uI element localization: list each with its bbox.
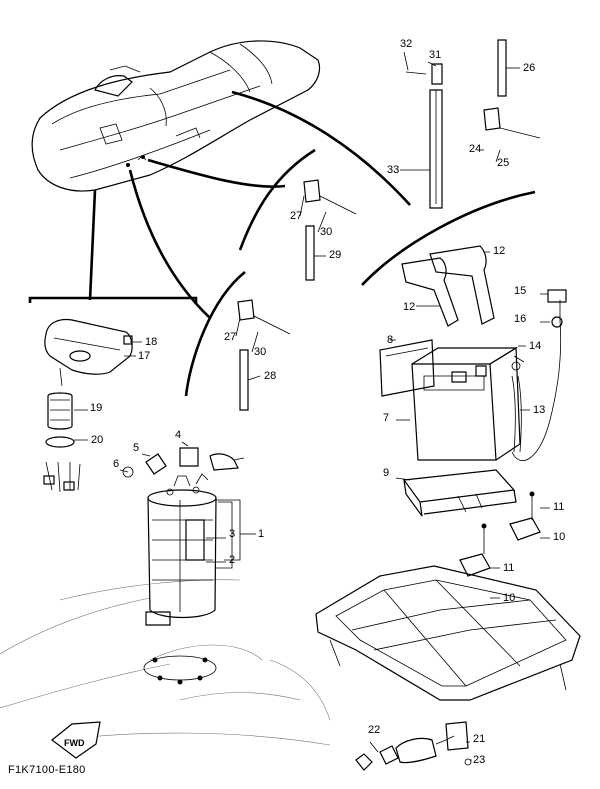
hull-outline <box>0 579 331 746</box>
callout-c19: 19 <box>90 402 102 414</box>
fwd-arrow: FWD <box>51 721 101 759</box>
callout-c10a: 10 <box>553 531 565 543</box>
callout-c5: 5 <box>133 442 139 454</box>
fwd-label: FWD <box>64 738 85 748</box>
callout-c15: 15 <box>514 285 526 297</box>
callout-c20: 20 <box>91 434 103 446</box>
fuel-pump-assembly <box>145 473 233 626</box>
callout-c25: 25 <box>497 157 509 169</box>
callout-c3: 3 <box>229 528 235 540</box>
callout-c21: 21 <box>473 733 485 745</box>
callout-c27b: 27 <box>224 331 236 343</box>
callout-c26: 26 <box>523 62 535 74</box>
callout-c22: 22 <box>368 724 380 736</box>
fuel-pump-small-parts <box>122 447 245 478</box>
battery-section <box>379 245 567 517</box>
watercraft-overview <box>31 40 321 192</box>
callout-c13: 13 <box>533 404 545 416</box>
callout-c18: 18 <box>145 336 157 348</box>
ties-and-clamps <box>237 39 541 411</box>
callout-c1: 1 <box>258 528 264 540</box>
callout-c24: 24 <box>469 143 481 155</box>
callout-c27a: 27 <box>290 210 302 222</box>
callout-c30a: 30 <box>320 226 332 238</box>
callout-c4: 4 <box>175 429 181 441</box>
callout-c30b: 30 <box>254 346 266 358</box>
callout-c7: 7 <box>383 412 389 424</box>
callout-c6: 6 <box>113 458 119 470</box>
callout-c9: 9 <box>383 467 389 479</box>
callout-c31: 31 <box>429 49 441 61</box>
callout-c17: 17 <box>138 350 150 362</box>
callout-c23: 23 <box>473 754 485 766</box>
leader-lines <box>28 90 536 397</box>
battery-holder <box>315 491 581 701</box>
callout-c16: 16 <box>514 313 526 325</box>
callout-c29: 29 <box>329 249 341 261</box>
callout-c32: 32 <box>400 38 412 50</box>
sensor-assembly <box>355 721 472 771</box>
callout-c33: 33 <box>387 164 399 176</box>
callout-c14: 14 <box>529 340 541 352</box>
callout-c2: 2 <box>229 554 235 566</box>
callout-c10b: 10 <box>503 592 515 604</box>
callout-labels: 1234567891010111112121314151617181920212… <box>90 38 565 766</box>
callout-c12a: 12 <box>493 245 505 257</box>
callout-c11b: 11 <box>503 562 514 574</box>
callout-c12b: 12 <box>403 301 415 313</box>
diagram-code: F1K7100-E180 <box>8 764 86 776</box>
callout-leaders <box>74 51 550 761</box>
callout-c8: 8 <box>387 334 393 346</box>
callout-c11a: 11 <box>553 501 564 513</box>
callout-c28: 28 <box>264 370 276 382</box>
fuel-sender-group <box>43 318 133 493</box>
